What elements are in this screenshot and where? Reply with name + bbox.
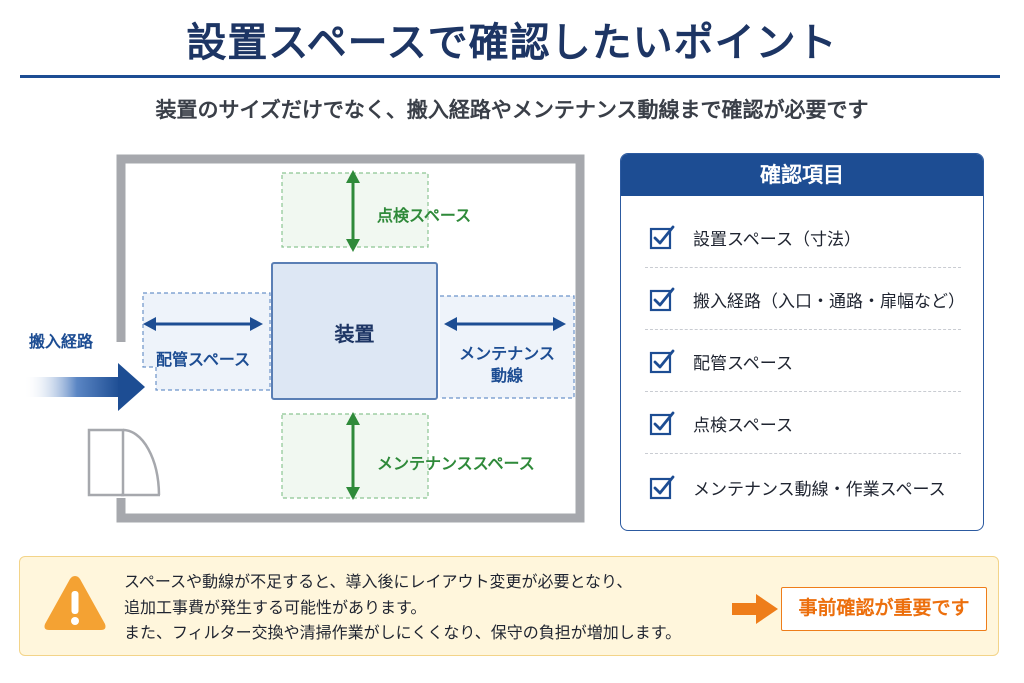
warning-line: スペースや動線が不足すると、導入後にレイアウト変更が必要となり、 (124, 572, 633, 591)
checklist-item-label: 搬入経路（入口・通路・扉幅など） (693, 291, 965, 312)
checklist-header: 確認項目 (621, 154, 983, 196)
checklist-item-label: 設置スペース（寸法） (693, 229, 861, 250)
device-label: 装置 (334, 322, 375, 346)
precheck-important-callout: 事前確認が重要です (781, 587, 987, 631)
maintenance-route-label-line2: 動線 (490, 366, 523, 385)
checklist-item: 配管スペース (621, 330, 983, 392)
arrow-right-icon (732, 594, 778, 624)
checkbox-checked-icon (649, 225, 675, 250)
piping-space-area (142, 292, 271, 391)
checklist-item: メンテナンス動線・作業スペース (621, 456, 983, 518)
entry-arrow-head (118, 363, 145, 411)
device-box: 装置 (271, 262, 438, 400)
checkbox-checked-icon (649, 287, 675, 312)
checklist-item-label: メンテナンス動線・作業スペース (693, 479, 946, 500)
maintenance-space-label: メンテナンススペース (377, 454, 535, 473)
warning-icon (44, 576, 106, 630)
checkbox-checked-icon (649, 349, 675, 374)
entry-route-label: 搬入経路 (29, 332, 94, 351)
door-leaf (87, 428, 125, 497)
warning-message: スペースや動線が不足すると、導入後にレイアウト変更が必要となり、 追加工事費が発… (124, 569, 681, 646)
checklist-item: 設置スペース（寸法） (621, 206, 983, 268)
checklist-item-label: 配管スペース (693, 353, 793, 374)
maintenance-route-label: メンテナンス 動線 (455, 343, 559, 387)
checklist-card: 確認項目 設置スペース（寸法） 搬入経路（入口・通路・扉幅など） 配管スペース … (620, 153, 984, 531)
checklist-divider (645, 453, 961, 454)
entry-arrow-shaft (24, 377, 120, 397)
room-layout-diagram (24, 154, 585, 523)
checklist-divider (645, 391, 961, 392)
checklist-divider (645, 267, 961, 268)
checklist-item: 点検スペース (621, 392, 983, 454)
inspection-space-area (281, 172, 429, 248)
maintenance-route-label-line1: メンテナンス (459, 344, 555, 363)
warning-banner: スペースや動線が不足すると、導入後にレイアウト変更が必要となり、 追加工事費が発… (19, 556, 999, 656)
checkbox-checked-icon (649, 411, 675, 436)
checklist-item: 搬入経路（入口・通路・扉幅など） (621, 268, 983, 330)
warning-line: また、フィルター交換や清掃作業がしにくくなり、保守の負担が増加します。 (124, 623, 682, 642)
title-underline (20, 75, 1000, 78)
page-subtitle: 装置のサイズだけでなく、搬入経路やメンテナンス動線まで確認が必要です (155, 98, 869, 122)
checklist-divider (645, 329, 961, 330)
maintenance-route-area (440, 295, 575, 399)
door-swing-arc (122, 428, 161, 496)
inspection-space-label: 点検スペース (377, 206, 472, 225)
page-title: 設置スペースで確認したいポイント (186, 20, 838, 66)
maintenance-space-area (281, 413, 429, 499)
checkbox-checked-icon (649, 475, 675, 500)
piping-space-label: 配管スペース (156, 350, 251, 369)
room-wall (116, 154, 585, 523)
warning-line: 追加工事費が発生する可能性があります。 (124, 597, 427, 617)
checklist-item-label: 点検スペース (693, 415, 793, 436)
